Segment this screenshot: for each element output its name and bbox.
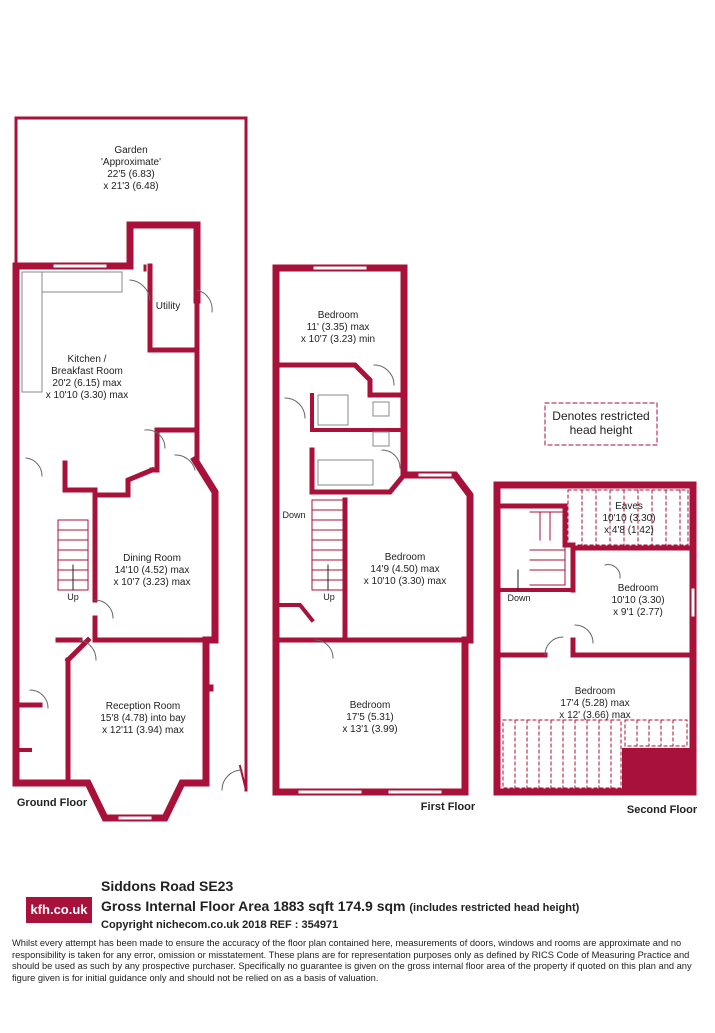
svg-text:x 10'10 (3.30) max: x 10'10 (3.30) max (364, 576, 447, 587)
reception-room-label: Reception Room 15'8 (4.78) into bay x 12… (100, 701, 185, 736)
svg-text:'Approximate': 'Approximate' (101, 157, 161, 168)
first-bedroom-3-label: Bedroom 17'5 (5.31) x 13'1 (3.99) (342, 700, 397, 735)
svg-text:Breakfast Room: Breakfast Room (51, 366, 123, 377)
restricted-solid-block (622, 748, 690, 790)
second-floor-label: Second Floor (627, 804, 698, 816)
ground-stairs (57, 519, 89, 591)
ground-floor-plan (12, 116, 248, 822)
svg-text:Eaves: Eaves (615, 501, 643, 512)
svg-text:11' (3.35) max: 11' (3.35) max (307, 322, 370, 333)
svg-text:x 12' (3.66) max: x 12' (3.66) max (559, 710, 630, 721)
second-floor-plan (493, 481, 697, 796)
svg-text:Bedroom: Bedroom (385, 552, 426, 563)
garden-label: Garden 'Approximate' 22'5 (6.83) x 21'3 … (101, 145, 161, 192)
legend-label: Denotes restricted head height (552, 409, 649, 437)
svg-text:Kitchen /: Kitchen / (68, 354, 107, 365)
gia-value: Gross Internal Floor Area 1883 sqft 174.… (101, 898, 406, 914)
garden-boundary (14, 116, 248, 792)
property-address: Siddons Road SE23 (101, 878, 234, 894)
first-bedroom-2-label: Bedroom 14'9 (4.50) max x 10'10 (3.30) m… (364, 552, 447, 587)
svg-text:14'10 (4.52) max: 14'10 (4.52) max (115, 565, 190, 576)
second-bedroom-2-label: Bedroom 17'4 (5.28) max x 12' (3.66) max (559, 686, 630, 721)
svg-text:Bedroom: Bedroom (575, 686, 616, 697)
svg-text:x 21'3 (6.48): x 21'3 (6.48) (103, 181, 158, 192)
svg-text:x 4'8 (1.42): x 4'8 (1.42) (604, 525, 654, 536)
svg-text:head height: head height (570, 423, 633, 437)
first-stairs-down-label: Down (282, 510, 305, 520)
second-outer-wall (493, 481, 697, 796)
svg-text:x 10'7 (3.23) min: x 10'7 (3.23) min (301, 334, 375, 345)
second-stairs (517, 511, 566, 591)
copyright: Copyright nichecom.co.uk 2018 REF : 3549… (101, 919, 339, 931)
svg-text:14'9 (4.50) max: 14'9 (4.50) max (370, 564, 439, 575)
svg-text:10'10 (3.30): 10'10 (3.30) (602, 513, 655, 524)
svg-text:Bedroom: Bedroom (618, 583, 659, 594)
svg-text:Denotes restricted: Denotes restricted (552, 409, 649, 423)
svg-text:17'5 (5.31): 17'5 (5.31) (346, 712, 394, 723)
ground-stairs-up-label: Up (67, 592, 79, 602)
second-bedroom-1-label: Bedroom 10'10 (3.30) x 9'1 (2.77) (611, 583, 664, 618)
svg-text:Bedroom: Bedroom (318, 310, 359, 321)
utility-label: Utility (156, 301, 180, 312)
first-floor-label: First Floor (421, 801, 476, 813)
disclaimer: Whilst every attempt has been made to en… (12, 938, 692, 983)
gia-note: (includes restricted head height) (409, 902, 580, 914)
svg-text:x 12'11 (3.94) max: x 12'11 (3.94) max (102, 725, 184, 736)
first-stairs (311, 499, 346, 591)
svg-text:Garden: Garden (114, 145, 147, 156)
svg-text:20'2 (6.15) max: 20'2 (6.15) max (52, 378, 121, 389)
eaves-label: Eaves 10'10 (3.30) x 4'8 (1.42) (602, 501, 655, 536)
first-bedroom-1-label: Bedroom 11' (3.35) max x 10'7 (3.23) min (301, 310, 375, 345)
svg-text:x 9'1 (2.77): x 9'1 (2.77) (613, 607, 663, 618)
svg-text:x 13'1 (3.99): x 13'1 (3.99) (342, 724, 397, 735)
svg-text:x 10'10 (3.30) max: x 10'10 (3.30) max (46, 390, 129, 401)
restricted-areas (502, 489, 689, 789)
first-floor-plan (272, 264, 474, 796)
first-stairs-up-label: Up (323, 592, 335, 602)
svg-text:15'8 (4.78) into bay: 15'8 (4.78) into bay (100, 713, 185, 724)
ground-floor-label: Ground Floor (17, 797, 88, 809)
svg-text:Dining Room: Dining Room (123, 553, 181, 564)
second-stairs-down-label: Down (507, 593, 530, 603)
gross-internal-area: Gross Internal Floor Area 1883 sqft 174.… (101, 898, 579, 914)
svg-text:22'5 (6.83): 22'5 (6.83) (107, 169, 155, 180)
kitchen-label: Kitchen / Breakfast Room 20'2 (6.15) max… (46, 354, 129, 401)
dining-room-label: Dining Room 14'10 (4.52) max x 10'7 (3.2… (114, 553, 191, 588)
first-outer-wall (272, 264, 416, 479)
agency-logo: kfh.co.uk (26, 897, 92, 923)
svg-text:x 10'7 (3.23) max: x 10'7 (3.23) max (114, 577, 191, 588)
legend-box (544, 402, 658, 446)
svg-text:10'10 (3.30): 10'10 (3.30) (611, 595, 664, 606)
svg-text:Reception Room: Reception Room (106, 701, 180, 712)
svg-text:Bedroom: Bedroom (350, 700, 391, 711)
svg-text:17'4 (5.28) max: 17'4 (5.28) max (560, 698, 629, 709)
